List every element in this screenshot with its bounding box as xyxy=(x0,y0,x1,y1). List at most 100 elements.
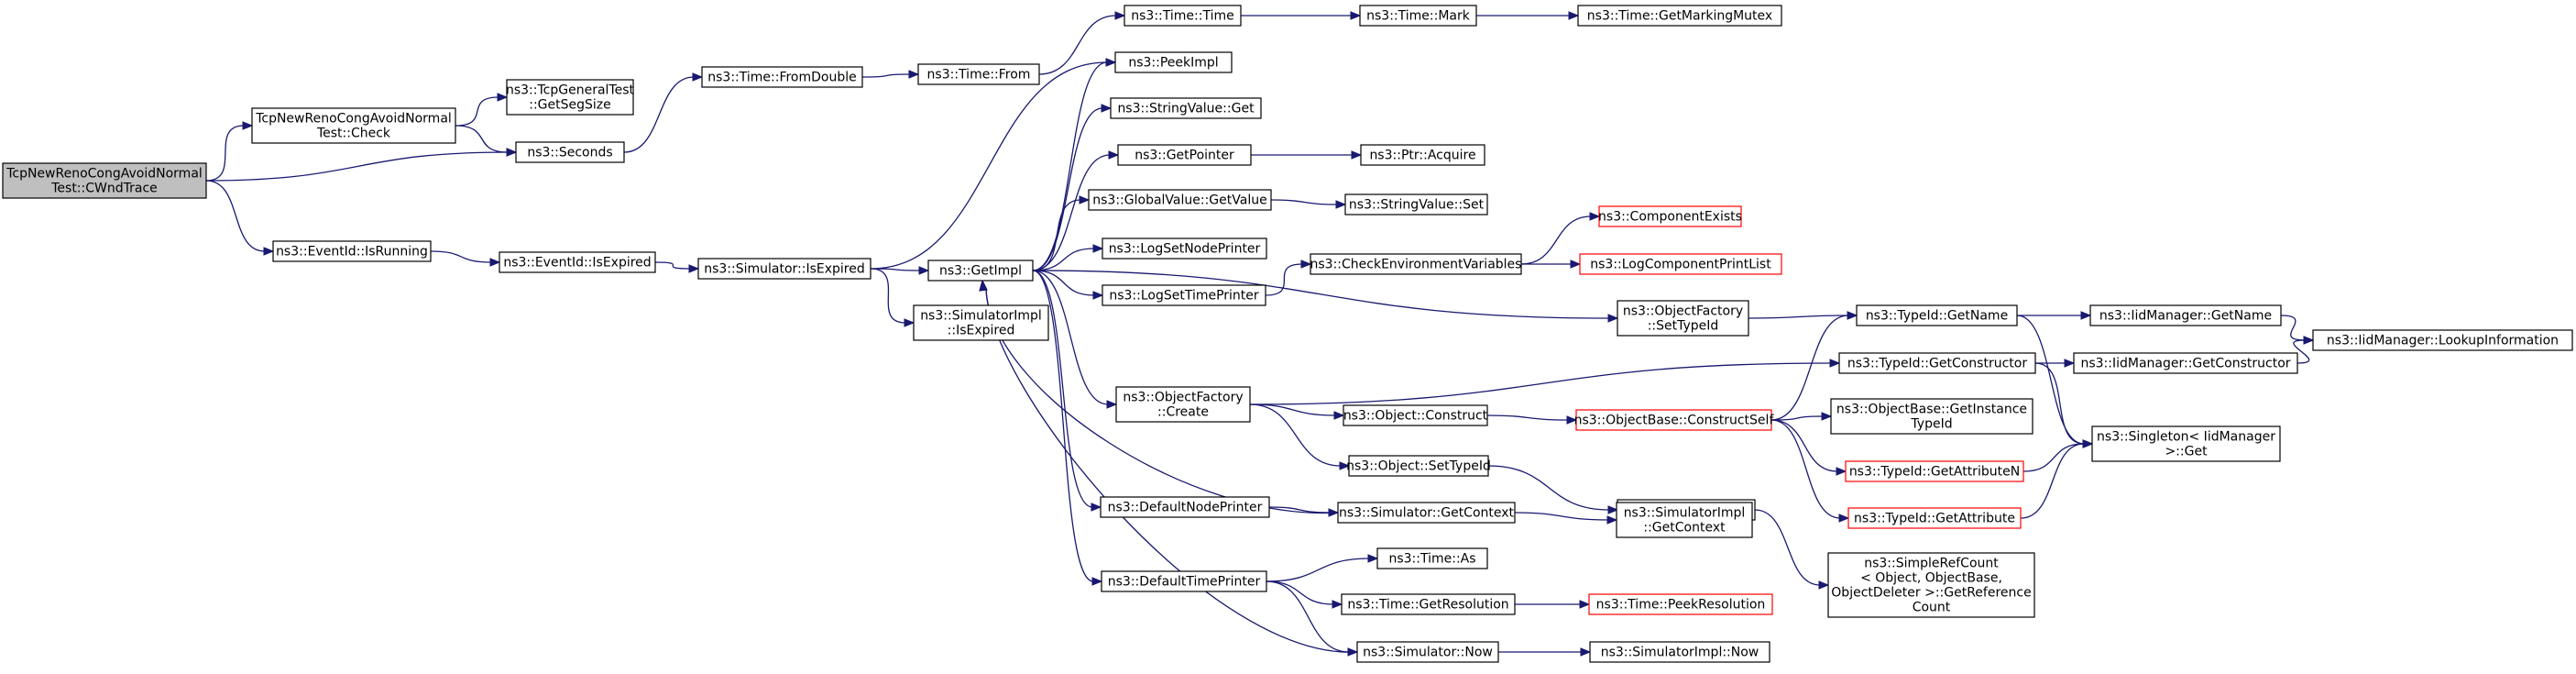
node-label: ns3::TypeId::GetConstructor xyxy=(1847,357,2027,371)
node-box xyxy=(1589,641,1770,663)
node-globalvalue-getvalue[interactable]: ns3::GlobalValue::GetValue xyxy=(1088,189,1272,211)
node-label: ns3::Ptr::Acquire xyxy=(1369,149,1475,163)
edge-line xyxy=(430,250,492,263)
node-box xyxy=(1101,570,1267,592)
node-label: ns3::Time::PeekResolution xyxy=(1596,598,1766,613)
node-defaulttimeprinter[interactable]: ns3::DefaultTimePrinter xyxy=(1101,570,1267,592)
node-box xyxy=(1577,5,1782,27)
node-time-peekresolution[interactable]: ns3::Time::PeekResolution xyxy=(1588,593,1773,615)
edge-of-settypeid-to-typeid-getname xyxy=(1748,311,1858,320)
node-checkenv[interactable]: ns3::CheckEnvironmentVariables xyxy=(1310,253,1522,275)
node-iidmanager-getconstructor[interactable]: ns3::IidManager::GetConstructor xyxy=(2073,352,2298,374)
node-box xyxy=(2312,329,2573,351)
node-simimpl-isexpired[interactable]: ns3::SimulatorImpl::IsExpired xyxy=(913,304,1049,341)
edge-checkenv-to-logcomponentprintlist xyxy=(1521,260,1582,269)
node-stringvalue-get[interactable]: ns3::StringValue::Get xyxy=(1110,97,1262,119)
node-time-as[interactable]: ns3::Time::As xyxy=(1376,547,1488,569)
node-time-getresolution[interactable]: ns3::Time::GetResolution xyxy=(1341,593,1516,615)
node-eventid-isexpired[interactable]: ns3::EventId::IsExpired xyxy=(499,251,656,273)
arrowhead xyxy=(1092,244,1104,253)
node-simulator-now[interactable]: ns3::Simulator::Now xyxy=(1356,641,1499,663)
node-time-from[interactable]: ns3::Time::From xyxy=(917,63,1040,85)
edge-getimpl-to-of-settypeid xyxy=(1032,270,1619,323)
node-iidmanager-getname[interactable]: ns3::IidManager::GetName xyxy=(2089,304,2282,326)
node-getimpl[interactable]: ns3::GetImpl xyxy=(927,260,1034,282)
node-simimpl-now[interactable]: ns3::SimulatorImpl::Now xyxy=(1589,641,1770,663)
node-componentexists[interactable]: ns3::ComponentExists xyxy=(1598,205,1742,227)
node-singleton-get[interactable]: ns3::Singleton< IidManager >::Get xyxy=(2091,425,2281,462)
node-simulator-isexpired[interactable]: ns3::Simulator::IsExpired xyxy=(697,258,871,280)
edge-line xyxy=(1032,248,1095,271)
node-label: ns3::IidManager::LookupInformation xyxy=(2327,334,2559,348)
arrowhead xyxy=(1091,503,1102,512)
node-logsetnodeprinter[interactable]: ns3::LogSetNodePrinter xyxy=(1102,238,1267,260)
node-ptr-acquire[interactable]: ns3::Ptr::Acquire xyxy=(1360,144,1485,166)
node-typeid-getattributen[interactable]: ns3::TypeId::GetAttributeN xyxy=(1845,460,2024,482)
node-label: Count xyxy=(1913,601,1951,615)
node-logsettimeprinter[interactable]: ns3::LogSetTimePrinter xyxy=(1102,284,1266,306)
node-iidmanager-lookup[interactable]: ns3::IidManager::LookupInformation xyxy=(2312,329,2573,351)
arrowhead xyxy=(1570,260,1582,269)
node-simimpl-getcontext[interactable]: ns3::SimulatorImpl::GetContext xyxy=(1616,502,1753,538)
arrowhead xyxy=(1607,314,1619,323)
node-getsegsize[interactable]: ns3::TcpGeneralTest::GetSegSize xyxy=(506,79,635,116)
node-box xyxy=(913,304,1049,341)
node-of-settypeid[interactable]: ns3::ObjectFactory::SetTypeId xyxy=(1617,300,1749,337)
node-typeid-getconstructor[interactable]: ns3::TypeId::GetConstructor xyxy=(1838,352,2036,374)
node-object-settypeid[interactable]: ns3::Object::SetTypeId xyxy=(1346,455,1491,477)
node-label: ns3::ObjectFactory xyxy=(1123,391,1243,405)
node-box xyxy=(1845,460,2024,482)
node-typeid-getattribute[interactable]: ns3::TypeId::GetAttribute xyxy=(1847,507,2022,529)
node-label: ns3::CheckEnvironmentVariables xyxy=(1310,258,1522,272)
arrowhead xyxy=(242,121,254,130)
node-objectbase-constructself[interactable]: ns3::ObjectBase::ConstructSelf xyxy=(1574,409,1775,431)
node-label: Test::Check xyxy=(316,127,391,141)
node-simulator-getcontext[interactable]: ns3::Simulator::GetContext xyxy=(1337,502,1516,524)
edge-defaulttimeprinter-to-time-getresolution xyxy=(1266,580,1343,609)
node-label: ns3::Time::FromDouble xyxy=(707,71,857,85)
node-box xyxy=(1838,352,2036,374)
node-label: ns3::Object::SetTypeId xyxy=(1346,459,1491,474)
node-box xyxy=(1348,455,1489,477)
node-label: ns3::StringValue::Get xyxy=(1117,102,1255,116)
edge-line xyxy=(205,180,266,252)
node-object-construct[interactable]: ns3::Object::Construct xyxy=(1343,404,1488,426)
node-box xyxy=(1344,193,1488,215)
node-defaultnodeprinter[interactable]: ns3::DefaultNodePrinter xyxy=(1100,496,1270,518)
node-of-create[interactable]: ns3::ObjectFactory::Create xyxy=(1115,386,1251,423)
node-label: ns3::Object::Construct xyxy=(1343,409,1488,424)
node-box xyxy=(1847,507,2022,529)
node-stringvalue-set[interactable]: ns3::StringValue::Set xyxy=(1344,193,1488,215)
node-label: ns3::Time::From xyxy=(927,68,1031,83)
edge-time-mark-to-getmarkingmutex xyxy=(1476,11,1580,20)
edge-line xyxy=(1770,419,1838,472)
edge-line xyxy=(1249,403,1336,416)
edge-line xyxy=(2022,443,2085,472)
node-getpointer[interactable]: ns3::GetPointer xyxy=(1117,144,1252,166)
edge-line xyxy=(1032,270,1093,508)
node-time-time[interactable]: ns3::Time::Time xyxy=(1124,5,1242,27)
node-logcomponentprintlist[interactable]: ns3::LogComponentPrintList xyxy=(1579,253,1782,275)
node-eventid-isrunning[interactable]: ns3::EventId::IsRunning xyxy=(272,240,432,262)
node-label: ns3::SimulatorImpl xyxy=(1624,506,1746,521)
node-label: ns3::DefaultNodePrinter xyxy=(1108,501,1263,515)
edge-typeid-getattribute-to-singleton-get xyxy=(2020,439,2094,519)
arrowhead xyxy=(1818,580,1830,590)
node-simplerefcount[interactable]: ns3::SimpleRefCount< Object, ObjectBase,… xyxy=(1827,552,2035,618)
node-time-mark[interactable]: ns3::Time::Mark xyxy=(1359,5,1477,27)
edge-time-time-to-time-mark xyxy=(1241,11,1362,20)
edge-line xyxy=(870,268,906,324)
node-fromdouble[interactable]: ns3::Time::FromDouble xyxy=(701,66,863,88)
arrowhead xyxy=(1105,58,1117,67)
node-typeid-getname[interactable]: ns3::TypeId::GetName xyxy=(1856,304,2018,326)
edge-line xyxy=(205,125,245,182)
edge-line xyxy=(623,76,695,153)
node-peekimpl[interactable]: ns3::PeekImpl xyxy=(1114,51,1233,73)
node-seconds[interactable]: ns3::Seconds xyxy=(515,141,625,163)
arrowhead xyxy=(1847,311,1858,320)
arrowhead xyxy=(1838,514,1850,523)
node-getmarkingmutex[interactable]: ns3::Time::GetMarkingMutex xyxy=(1577,5,1782,27)
